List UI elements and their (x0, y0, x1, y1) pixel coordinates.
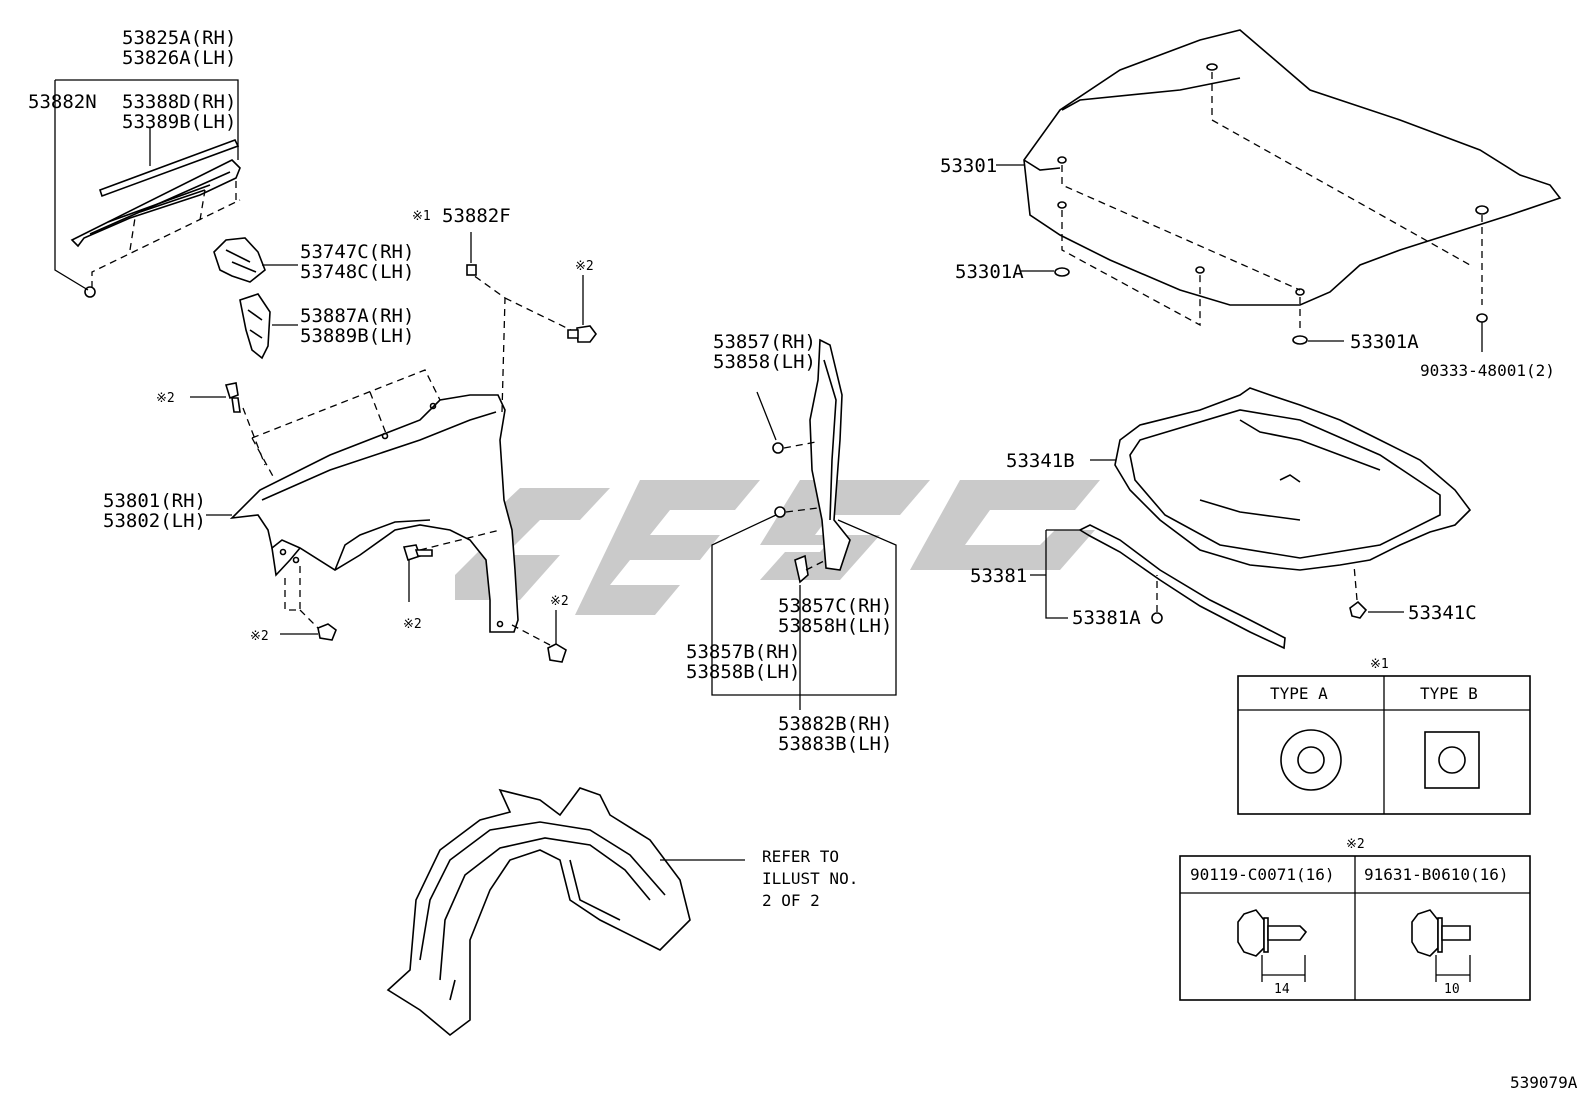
bolt-table (1179, 855, 1531, 1001)
label-53882F: 53882F (442, 205, 511, 227)
hood-insulator-part (1090, 387, 1472, 571)
label-53301: 53301 (940, 155, 997, 177)
label-53825A: 53825A(RH) (122, 27, 236, 49)
clip-53341C-part (1349, 564, 1404, 619)
hood-seal-53381-part (1030, 524, 1286, 650)
label-53858B: 53858B(LH) (686, 661, 800, 683)
marker-2-top: ※2 (575, 259, 594, 274)
label-53381: 53381 (970, 565, 1027, 587)
label-53748C: 53748C(LH) (300, 261, 414, 283)
refer-line-2: ILLUST NO. (762, 869, 858, 888)
bolt-a-header: 90119-C0071(16) (1190, 865, 1335, 884)
clip-53882F-part (466, 264, 477, 276)
type-a-header: TYPE A (1270, 684, 1328, 703)
label-53826A: 53826A(LH) (122, 47, 236, 69)
label-53801: 53801(RH) (103, 490, 206, 512)
label-53389B: 53389B(LH) (122, 111, 236, 133)
label-53857B: 53857B(RH) (686, 641, 800, 663)
fender-liner-part (386, 787, 745, 1037)
label-53341B: 53341B (1006, 450, 1075, 472)
label-53802: 53802(LH) (103, 510, 206, 532)
label-53889B: 53889B(LH) (300, 325, 414, 347)
label-53857C: 53857C(RH) (778, 595, 892, 617)
marker-2-center: ※2 (403, 617, 422, 632)
bracket-53887A-part (239, 293, 298, 360)
marker-1: ※1 (412, 209, 431, 224)
type-b-header: TYPE B (1420, 684, 1478, 703)
label-53857: 53857(RH) (713, 331, 816, 353)
marker-2-table: ※2 (1346, 837, 1365, 852)
label-53882N: 53882N (28, 91, 97, 113)
label-53882B: 53882B(RH) (778, 713, 892, 735)
label-53887A: 53887A(RH) (300, 305, 414, 327)
label-53301A-left: 53301A (955, 261, 1024, 283)
label-53747C: 53747C(RH) (300, 241, 414, 263)
label-53883B: 53883B(LH) (778, 733, 892, 755)
diagram-id: 539079A (1510, 1073, 1578, 1092)
front-fender-part (206, 394, 519, 633)
bolt-b-header: 91631-B0610(16) (1364, 865, 1509, 884)
bolt-a-dimension: 14 (1274, 982, 1290, 997)
bracket-53747C-part (213, 237, 298, 283)
marker-2-lower-left: ※2 (250, 629, 269, 644)
label-53381A: 53381A (1072, 607, 1141, 629)
bolt-b-dimension: 10 (1444, 982, 1460, 997)
label-53858: 53858(LH) (713, 351, 816, 373)
label-53858H: 53858H(LH) (778, 615, 892, 637)
bolt-part (190, 275, 597, 663)
hood-seal-part (711, 338, 897, 710)
label-53388D: 53388D(RH) (122, 91, 236, 113)
marker-1-table: ※1 (1370, 657, 1389, 672)
hood-panel-part (996, 29, 1562, 352)
label-53301A-right: 53301A (1350, 331, 1419, 353)
marker-2-lower-right: ※2 (550, 594, 569, 609)
type-table (1237, 675, 1531, 815)
refer-line-1: REFER TO (762, 847, 839, 866)
marker-2-left: ※2 (156, 391, 175, 406)
cowl-panel-part (54, 79, 241, 298)
refer-line-3: 2 OF 2 (762, 891, 820, 910)
label-53341C: 53341C (1408, 602, 1477, 624)
label-90333: 90333-48001(2) (1420, 361, 1555, 380)
